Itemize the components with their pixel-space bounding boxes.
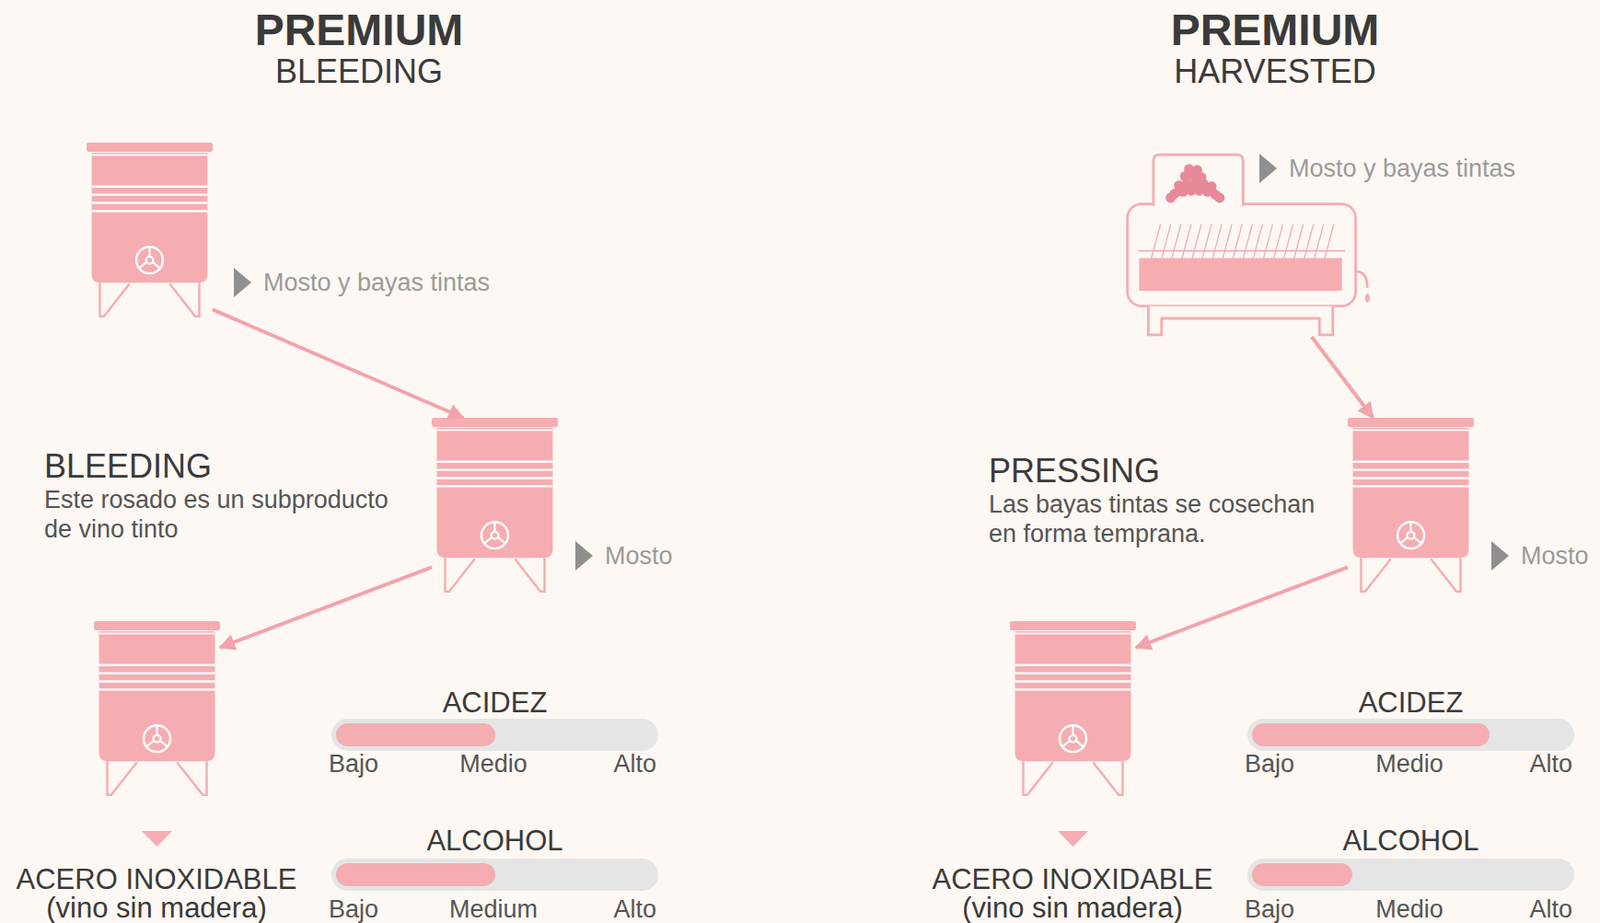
scale-label: Medio [459,750,528,778]
scale-title: ACIDEZ [442,685,548,720]
vessel-caption: (vino sin madera) [962,893,1183,923]
level-fill [1252,863,1353,887]
scale-label: Bajo [1244,895,1295,923]
level-bar: ACIDEZ [331,718,659,752]
flow-arrow [212,309,464,418]
scale-label: Medio [1375,895,1444,923]
scale-label: Medio [1375,750,1444,778]
scale-title: ACIDEZ [1358,685,1464,720]
column-title: PREMIUM [1171,3,1380,58]
tank-outline [431,417,558,594]
scale-title: ALCOHOL [1342,823,1479,858]
step-description: Las bayas tintas se cosechan en forma te… [988,489,1332,549]
scale-label: Alto [1529,895,1573,923]
level-bar: ACIDEZ [1247,718,1575,752]
step-description: Este rosado es un subproducto de vino ti… [44,485,404,545]
scale-title: ALCOHOL [426,823,563,858]
down-pointer [141,831,173,847]
scale-label: Bajo [328,895,379,923]
column-subtitle: HARVESTED [1173,51,1376,92]
scale-label: Alto [613,750,657,778]
steel-tank: ACERO INOXIDABLE(vino sin madera) [93,621,221,798]
flow-label: Mosto y bayas tintas [1288,153,1516,184]
wine-press: Mosto y bayas tintas [1125,152,1374,337]
flow-arrow [220,567,432,648]
scale-label: Bajo [328,750,379,778]
steel-tank: Mosto [1347,417,1474,594]
steel-tank: Mosto [431,417,558,594]
step-heading: PRESSING [988,451,1160,491]
flow-label: Mosto y bayas tintas [263,267,490,298]
scale-label: Alto [613,895,657,923]
vessel-caption: ACERO INOXIDABLE [932,865,1214,894]
scale-label: Alto [1529,750,1573,778]
column-subtitle: BLEEDING [275,51,443,92]
tank-outline [86,142,213,319]
tank-outline [93,621,221,798]
vessel-caption: (vino sin madera) [46,893,267,923]
vessel-caption: ACERO INOXIDABLE [16,865,298,894]
step-heading: BLEEDING [44,446,212,487]
down-pointer [1057,831,1089,847]
tank-outline [1347,417,1474,594]
scale-label: Bajo [1244,750,1295,778]
level-fill [1252,723,1490,747]
flow-label: Mosto [604,541,673,571]
flow-arrow [1136,567,1348,648]
steel-tank: ACERO INOXIDABLE(vino sin madera) [1009,621,1137,798]
steel-tank: Mosto y bayas tintas [86,142,213,319]
column-title: PREMIUM [255,3,464,58]
flow-label: Mosto [1520,541,1589,571]
flow-arrow [1311,336,1374,418]
tank-outline [1009,621,1137,798]
level-fill [336,863,496,887]
level-bar: ALCOHOL [1247,858,1575,892]
level-fill [336,723,496,747]
scale-label: Medium [449,895,538,923]
level-bar: ALCOHOL [331,858,659,892]
